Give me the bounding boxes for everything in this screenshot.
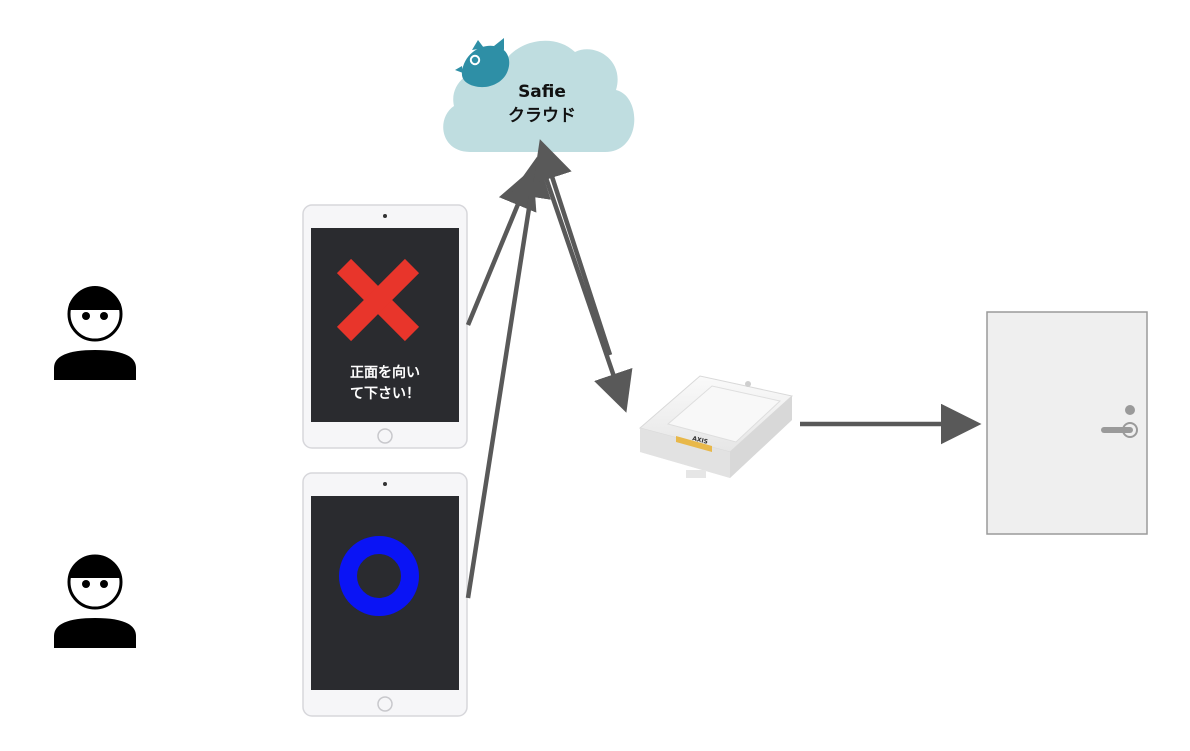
blue-circle-icon [339, 536, 419, 616]
arrow-tablet-bottom-to-cloud [465, 156, 551, 599]
tablet-message-line2: て下さい！ [350, 386, 420, 402]
connection-arrows [465, 139, 982, 599]
cloud-shape [443, 40, 635, 152]
tablet-screen [311, 228, 459, 422]
door-panel [986, 311, 1148, 535]
tablet-bottom [302, 472, 468, 717]
tablet-screen [311, 496, 459, 690]
cloud-label-line1: Safie [518, 82, 566, 102]
tablet-top: 正面を向い て下さい！ [302, 204, 468, 449]
person-top [54, 286, 136, 380]
arrow-tablet-top-to-cloud [465, 167, 537, 326]
axis-door-controller-icon: AXIS [638, 375, 794, 478]
person-bottom [54, 554, 136, 648]
tablet-home-button [377, 696, 393, 712]
red-x-icon [336, 258, 420, 342]
tablet-home-button [377, 428, 393, 444]
controller-brand: AXIS [692, 435, 709, 446]
safie-bird-icon [455, 38, 510, 88]
person-icon [54, 286, 136, 380]
door-lock-indicator [1125, 405, 1135, 415]
cloud-label-line2: クラウド [508, 106, 576, 126]
tablet-message-line1: 正面を向い [350, 364, 420, 381]
door-icon [986, 311, 1148, 535]
tablet-camera [383, 482, 387, 486]
tablet-camera [383, 214, 387, 218]
safie-cloud: Safie クラウド [443, 38, 635, 152]
arrow-cloud-to-controller [543, 177, 633, 413]
arrow-controller-to-cloud [533, 139, 613, 356]
person-icon [54, 554, 136, 648]
